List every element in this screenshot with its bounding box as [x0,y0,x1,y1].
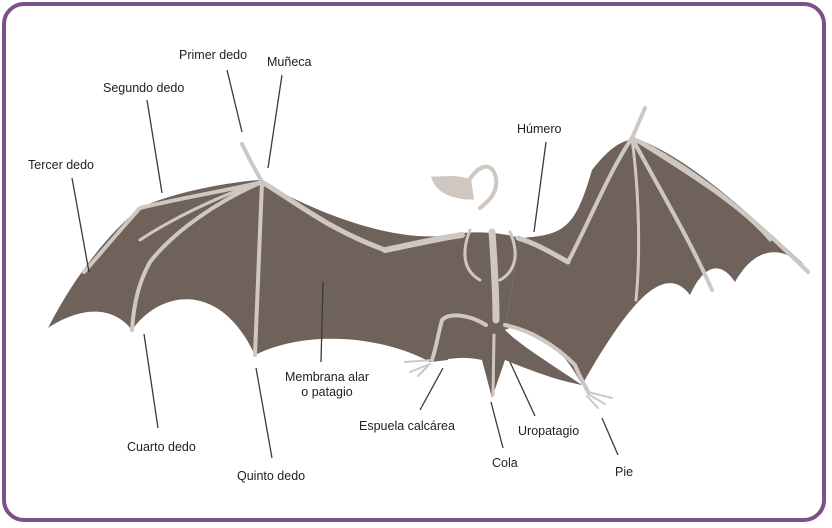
label-segundo-dedo: Segundo dedo [103,81,184,96]
label-tercer-dedo: Tercer dedo [28,158,94,173]
label-muneca: Muñeca [267,55,311,70]
left-wing-membrane [48,180,450,362]
label-espuela-calcarea: Espuela calcárea [359,419,455,434]
label-humero: Húmero [517,122,561,137]
right-wing-membrane [505,139,812,385]
label-uropatagio: Uropatagio [518,424,579,439]
label-pie: Pie [615,465,633,480]
label-quinto-dedo: Quinto dedo [237,469,305,484]
label-cola: Cola [492,456,518,471]
label-cuarto-dedo: Cuarto dedo [127,440,196,455]
label-primer-dedo: Primer dedo [179,48,247,63]
label-membrana-alar: Membrana alar o patagio [282,370,372,400]
